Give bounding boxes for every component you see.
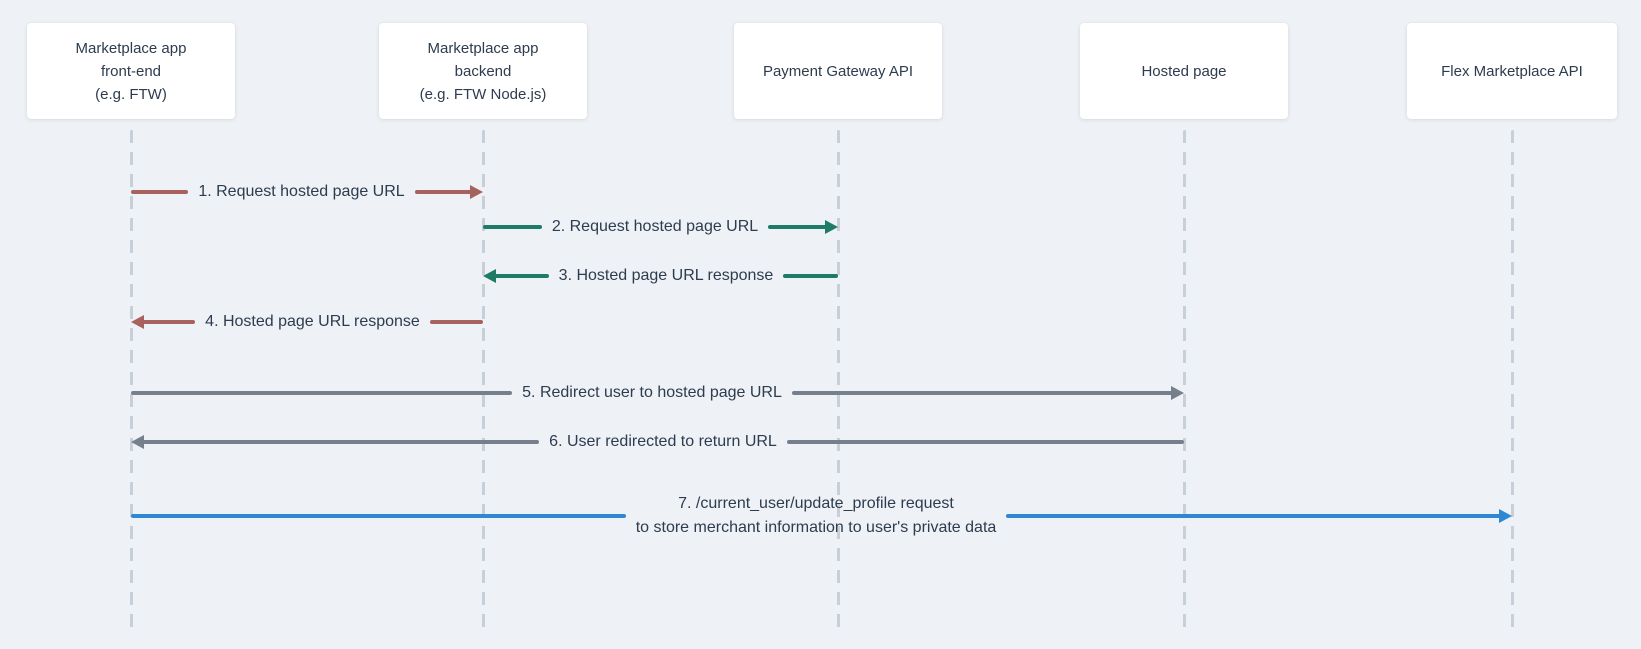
message-arrow-2: 2. Request hosted page URL [483, 209, 839, 245]
lifeline-backend [481, 130, 485, 631]
participant-box-gateway: Payment Gateway API [734, 23, 942, 119]
message-arrow-5: 5. Redirect user to hosted page URL [131, 375, 1185, 411]
participant-label-line: Marketplace app [75, 39, 187, 57]
message-line-segment [494, 274, 549, 278]
message-label: 5. Redirect user to hosted page URL [522, 381, 782, 405]
lifeline-flex [1510, 130, 1514, 631]
participant-label-line: Marketplace app [427, 39, 539, 57]
message-label-line: 1. Request hosted page URL [198, 183, 405, 200]
message-line-segment [786, 440, 1184, 444]
participant-label-line: (e.g. FTW Node.js) [419, 85, 547, 103]
arrowhead-left-icon [483, 269, 496, 283]
participant-label-line: Hosted page [1141, 62, 1227, 80]
message-line-segment [791, 391, 1174, 395]
message-line-segment [483, 225, 542, 229]
message-line-segment [131, 514, 626, 518]
message-label-line: to store merchant information to user's … [635, 519, 997, 536]
message-label-line: 4. Hosted page URL response [205, 313, 420, 330]
message-line-segment [783, 274, 838, 278]
participant-label-line: (e.g. FTW) [95, 85, 167, 103]
message-label-line: 5. Redirect user to hosted page URL [522, 384, 782, 401]
message-line-segment [414, 190, 473, 194]
participant-label-line: Flex Marketplace API [1441, 62, 1583, 80]
message-line-segment [142, 440, 540, 444]
message-label: 2. Request hosted page URL [552, 215, 758, 239]
participant-box-flex: Flex Marketplace API [1407, 23, 1617, 119]
message-label: 6. User redirected to return URL [549, 430, 777, 454]
message-line-segment [142, 320, 196, 324]
message-line-segment [429, 320, 483, 324]
message-arrow-6: 6. User redirected to return URL [131, 424, 1184, 460]
message-line-segment [131, 391, 513, 395]
arrowhead-right-icon [825, 220, 839, 234]
participant-label-line: Payment Gateway API [762, 62, 914, 80]
message-label: 7. /current_user/update_profile request t… [636, 492, 997, 540]
message-line-segment [1006, 514, 1501, 518]
message-label-line: 3. Hosted page URL response [558, 267, 774, 284]
lifeline-hosted [1182, 130, 1186, 631]
arrowhead-right-icon [1171, 386, 1185, 400]
participant-box-hosted: Hosted page [1080, 23, 1288, 119]
arrowhead-right-icon [470, 185, 484, 199]
message-arrow-4: 4. Hosted page URL response [131, 304, 483, 340]
arrowhead-left-icon [131, 315, 144, 329]
participant-label-line: front-end [100, 62, 162, 80]
participant-label-line: backend [454, 62, 512, 80]
message-label-line: 7. /current_user/update_profile request [678, 495, 954, 512]
arrowhead-right-icon [1499, 509, 1512, 523]
message-line-segment [131, 190, 189, 194]
participant-box-backend: Marketplace app backend (e.g. FTW Node.js) [379, 23, 587, 119]
message-label: 3. Hosted page URL response [559, 264, 774, 288]
message-arrow-3: 3. Hosted page URL response [483, 258, 838, 294]
participant-box-frontend: Marketplace app front-end (e.g. FTW) [27, 23, 235, 119]
message-arrow-1: 1. Request hosted page URL [131, 174, 484, 210]
arrowhead-left-icon [131, 435, 144, 449]
message-line-segment [768, 225, 828, 229]
message-arrow-7: 7. /current_user/update_profile request t… [131, 488, 1512, 544]
message-label: 1. Request hosted page URL [198, 180, 404, 204]
message-label: 4. Hosted page URL response [205, 310, 420, 334]
message-label-line: 2. Request hosted page URL [551, 218, 759, 235]
message-label-line: 6. User redirected to return URL [549, 433, 777, 450]
lifeline-gateway [836, 130, 840, 631]
lifeline-frontend [129, 130, 133, 631]
